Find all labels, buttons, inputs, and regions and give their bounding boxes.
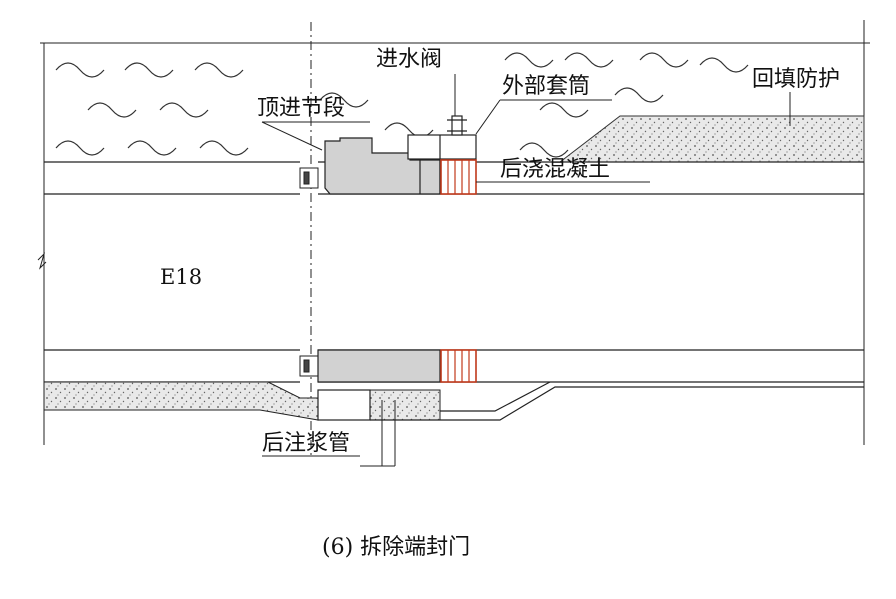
backfill-protection-area [558,115,865,163]
label-element-id: E18 [160,265,202,289]
foundation-bed-left [43,381,319,421]
inlet-valve [447,115,467,136]
foundation-slope [370,386,864,421]
break-mark [37,252,47,270]
foundation-slope-inner [440,381,551,412]
bottom-sleeve-box [317,389,371,421]
soil-wave-symbols [55,52,749,158]
joint-gaskets [299,167,319,377]
leader-lines [261,74,791,183]
label-grouting-pipe: 后注浆管 [262,431,350,456]
label-jacking-segment: 顶进节段 [257,96,345,121]
grouting-pipes [262,400,396,467]
outer-sleeve-top [407,134,477,194]
label-outer-sleeve: 外部套筒 [502,74,590,99]
foundation-bed-middle [369,389,441,421]
label-inlet-valve: 进水阀 [376,47,442,72]
label-backfill-protection: 回填防护 [752,67,840,92]
frame-lines [40,20,870,445]
post-cast-concrete-top [440,159,477,195]
jacking-segment-bottom [317,349,441,383]
figure-caption: (6) 拆除端封门 [322,535,470,560]
label-post-cast-concrete: 后浇混凝土 [500,157,610,182]
post-cast-concrete-bottom [440,349,477,383]
